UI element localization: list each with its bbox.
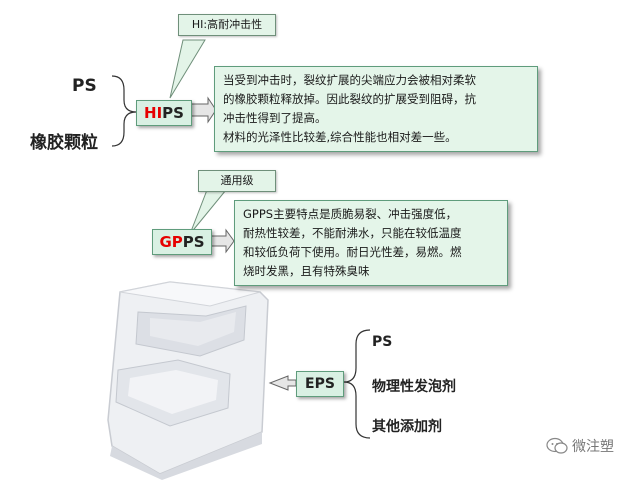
gpps-callout-tail <box>189 189 228 235</box>
gpps-callout: 通用级 <box>198 170 276 192</box>
hips-grade-label: HIPS <box>136 100 192 126</box>
gpps-description-line: 和较低负荷下使用。耐日光性差，易燃。燃 <box>243 245 462 259</box>
gpps-description-line: 烧时发黑，且有特殊臭味 <box>243 264 370 278</box>
gpps-grade-label: GPPS <box>152 229 212 255</box>
foam-box-image <box>107 281 269 480</box>
eps-ingredient-additives: 其他添加剂 <box>372 419 442 435</box>
hips-description-box: 当受到冲击时，裂纹扩展的尖端应力会被相对柔软 的橡胶颗粒释放掉。因此裂纹的扩展受… <box>214 66 538 152</box>
hips-brace <box>111 75 137 147</box>
eps-arrow <box>268 375 297 391</box>
eps-brace <box>343 329 371 439</box>
wechat-icon <box>546 437 568 454</box>
eps-grade-text: EPS <box>305 376 335 392</box>
hips-ingredient-ps: PS <box>72 76 97 96</box>
hips-grade-prefix: HI <box>144 104 163 122</box>
gpps-description-box: GPPS主要特点是质脆易裂、冲击强度低， 耐热性较差，不能耐沸水，只能在较低温度… <box>234 200 508 286</box>
eps-grade-label: EPS <box>296 371 344 397</box>
gpps-grade-prefix: GP <box>159 233 183 251</box>
hips-ingredient-rubber: 橡胶颗粒 <box>30 133 98 153</box>
hips-callout: HI:高耐冲击性 <box>178 14 276 36</box>
hips-description-line: 当受到冲击时，裂纹扩展的尖端应力会被相对柔软 <box>223 73 476 87</box>
hips-callout-tail <box>169 39 206 99</box>
gpps-arrow <box>209 228 235 254</box>
gpps-description-line: GPPS主要特点是质脆易裂、冲击强度低， <box>243 207 458 221</box>
hips-description-line: 材料的光泽性比较差,综合性能也相对差一些。 <box>223 130 457 144</box>
hips-grade-suffix: PS <box>162 104 184 122</box>
gpps-grade-suffix: PS <box>182 233 205 251</box>
hips-arrow <box>189 96 217 124</box>
hips-description-line: 的橡胶颗粒释放掉。因此裂纹的扩展受到阻碍，抗 <box>223 92 476 106</box>
hips-description-line: 冲击性得到了提高。 <box>223 111 327 125</box>
watermark: 微注塑 <box>546 436 614 456</box>
eps-ingredient-blowing-agent: 物理性发泡剂 <box>372 379 456 395</box>
eps-ingredient-ps: PS <box>372 334 393 350</box>
gpps-description-line: 耐热性较差，不能耐沸水，只能在较低温度 <box>243 226 462 240</box>
watermark-text: 微注塑 <box>572 439 614 455</box>
